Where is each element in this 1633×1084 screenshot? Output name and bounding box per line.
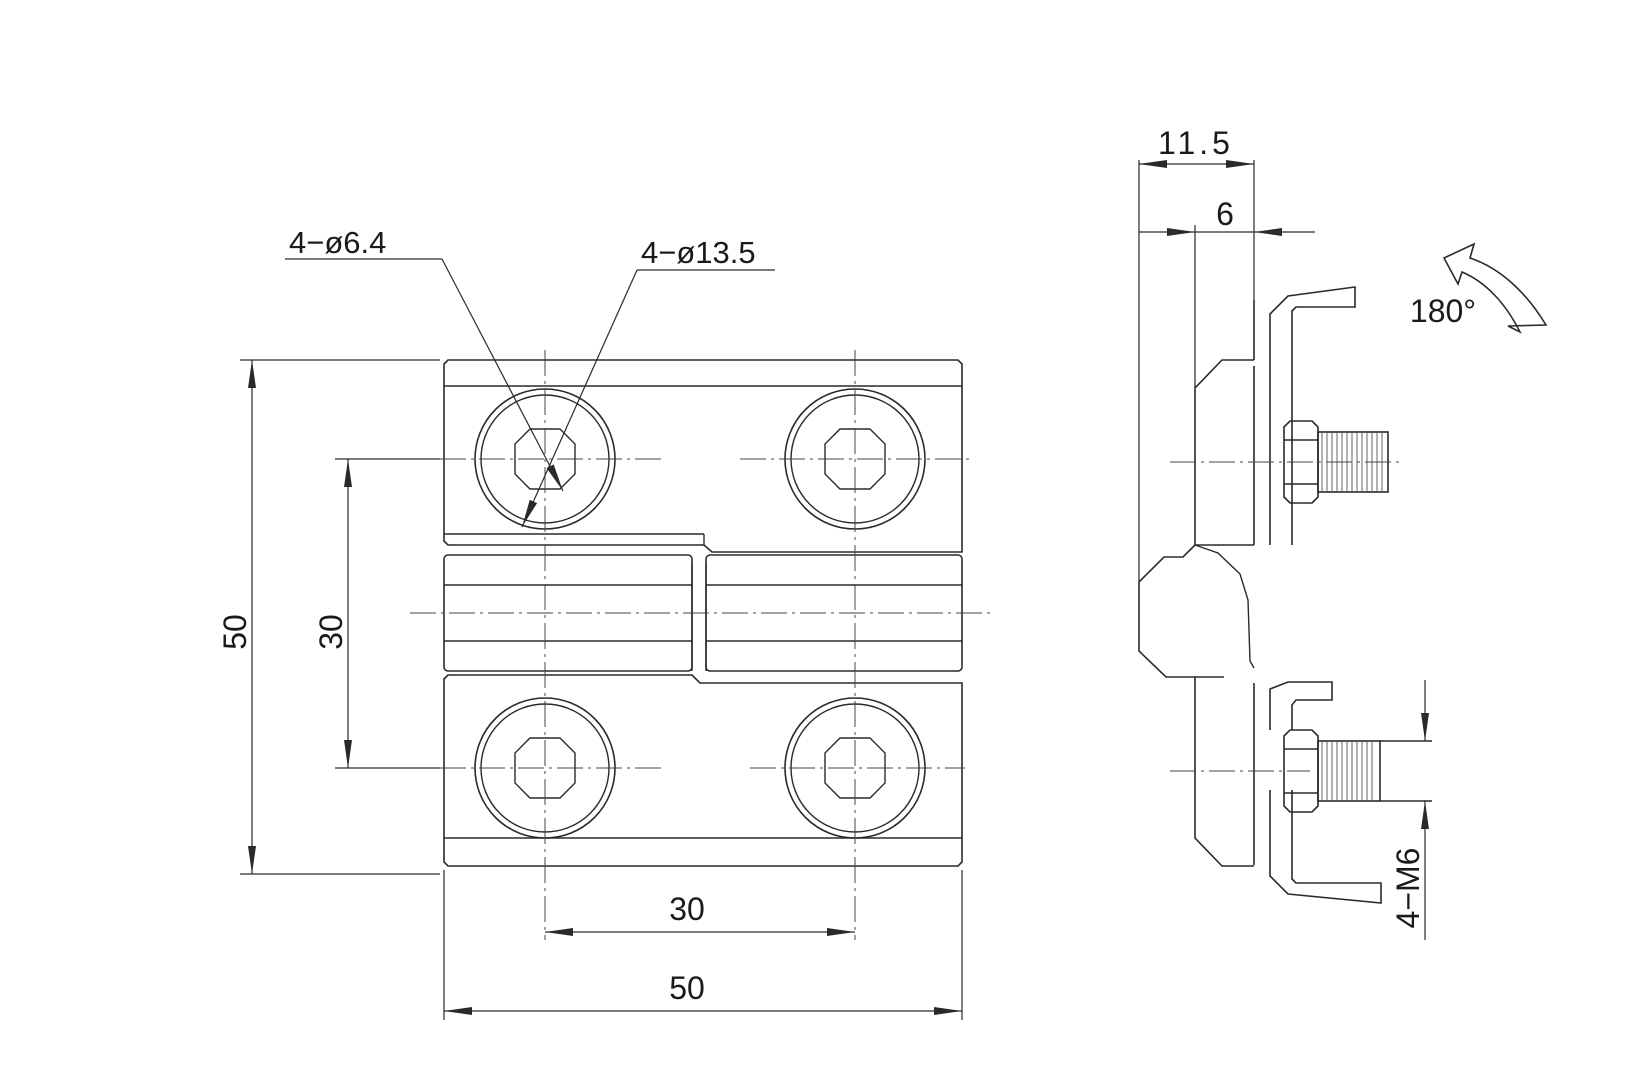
dim-height-holes-label: 30: [313, 614, 349, 650]
dim-thickness-leaf: 6: [1139, 196, 1315, 388]
dim-height-holes: 30: [313, 458, 440, 769]
dim-thickness-leaf-label: 6: [1216, 196, 1234, 232]
dim-thickness-total-label: 11.5: [1158, 125, 1234, 161]
dim-width-total-label: 50: [669, 970, 705, 1006]
dim-width-holes: 30: [545, 891, 855, 936]
dim-height-total: 50: [217, 359, 440, 875]
dim-width-total: 50: [443, 870, 963, 1020]
side-bottom-bracket: [1269, 681, 1333, 730]
front-center-lines: [410, 350, 992, 940]
dim-width-holes-label: 30: [669, 891, 705, 927]
front-view: 50 30 30 50 4−ø6.4: [217, 225, 992, 1020]
rotation-indicator: 180°: [1410, 242, 1548, 334]
side-top-bracket: [1269, 286, 1356, 545]
dim-thread: 4−M6: [1390, 680, 1429, 940]
callout-large-hole: 4−ø13.5: [521, 235, 775, 528]
callout-small-hole: 4−ø6.4: [285, 225, 564, 492]
upper-leaf-outline: [443, 359, 963, 553]
side-leaf-profile: [1138, 359, 1254, 867]
side-bottom-bolt: [1283, 729, 1432, 813]
side-mounting-plate: [1195, 300, 1255, 865]
side-view: 11.5 6 4−M6 180°: [1138, 125, 1548, 940]
callout-large-hole-label: 4−ø13.5: [641, 235, 756, 270]
dim-thickness-total: 11.5: [1138, 125, 1255, 582]
dim-height-total-label: 50: [217, 614, 253, 650]
callout-small-hole-label: 4−ø6.4: [289, 225, 386, 260]
lower-leaf-outline: [443, 674, 963, 867]
side-center-lines: [1170, 461, 1400, 772]
dim-thread-label: 4−M6: [1390, 848, 1426, 929]
rotation-label: 180°: [1410, 293, 1476, 329]
rotation-arrow-icon: [1442, 242, 1548, 334]
side-knuckle-curve: [1194, 544, 1255, 669]
